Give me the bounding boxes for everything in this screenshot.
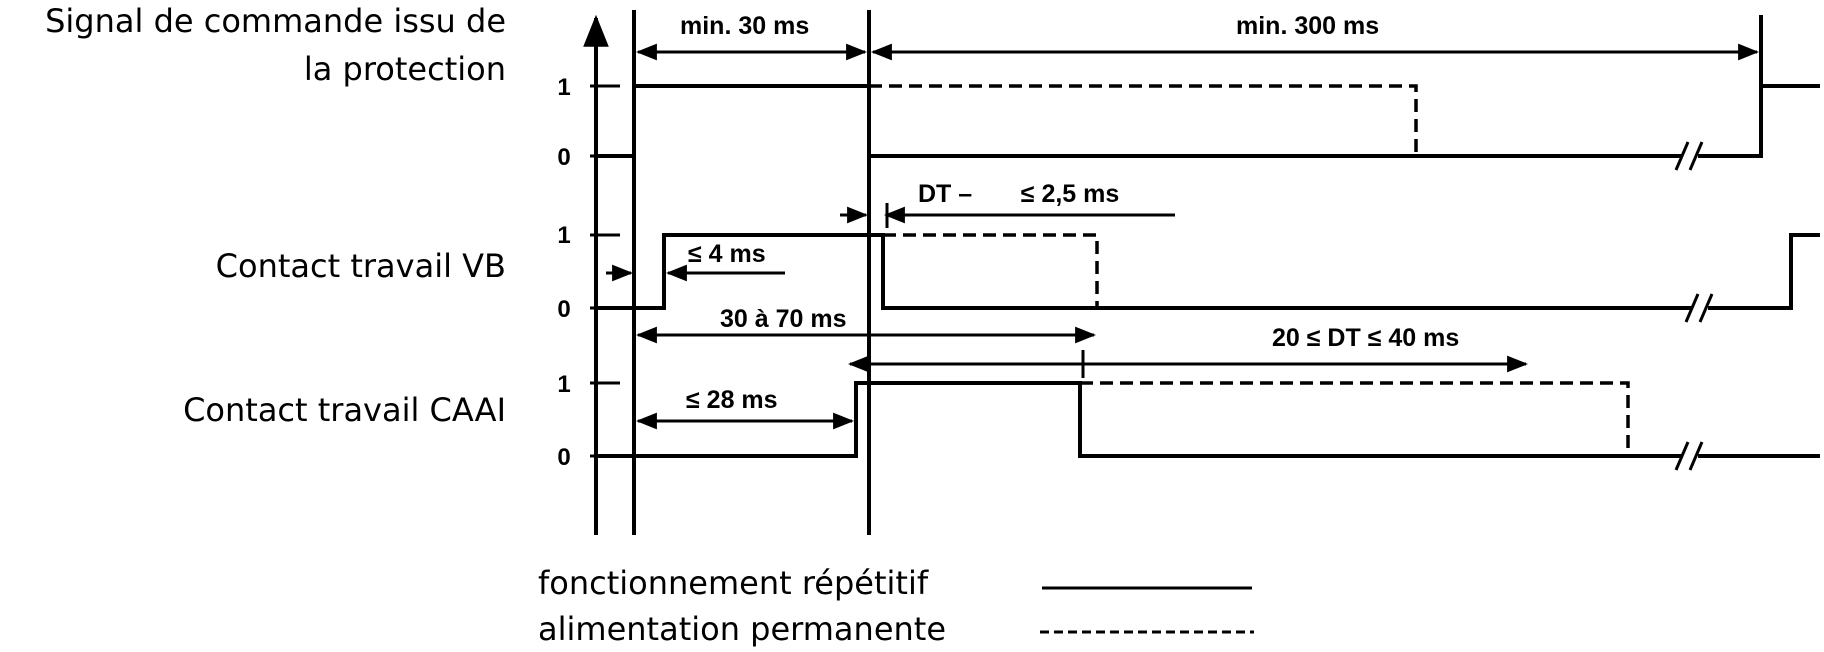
dim-le-28-label: ≤ 28 ms [686,386,778,414]
dim-dt-25-label: DT – ≤ 2,5 ms [918,180,1119,208]
vb-waveform-end [1708,233,1820,310]
dim-dt-20-40-label: 20 ≤ DT ≤ 40 ms [1272,324,1459,352]
signal-waveform-dashed [869,84,1418,156]
vb-break-mark [1684,293,1714,323]
caai-level-0: 0 [557,444,570,471]
signal-waveform-end [1698,84,1820,158]
dim-30-70-label: 30 à 70 ms [720,305,847,333]
legend-dashed-label: alimentation permanente [538,610,946,648]
legend-solid-label: fonctionnement répétitif [538,564,929,602]
dim-min-300-label: min. 300 ms [1236,12,1379,40]
signal-row-label-line2: la protection [304,50,506,88]
vb-waveform-solid [594,233,1692,310]
signal-row-label-line1: Signal de commande issu de [45,2,506,40]
caai-break-mark [1674,441,1704,471]
vb-level-0: 0 [557,296,570,323]
vb-waveform-dashed [883,233,1099,308]
caai-row-label: Contact travail CAAI [183,391,506,429]
vb-level-1: 1 [557,222,570,249]
caai-level-1: 1 [557,371,570,398]
signal-level-0: 0 [557,144,570,171]
dim-min-30-label: min. 30 ms [680,12,809,40]
dim-le-4-label: ≤ 4 ms [688,240,766,268]
caai-waveform-dashed [1080,381,1630,456]
signal-break-mark [1674,141,1704,171]
caai-waveform-solid [594,381,1682,458]
vb-row-label: Contact travail VB [216,247,506,285]
signal-waveform-solid [594,84,1682,158]
signal-level-1: 1 [557,74,570,101]
